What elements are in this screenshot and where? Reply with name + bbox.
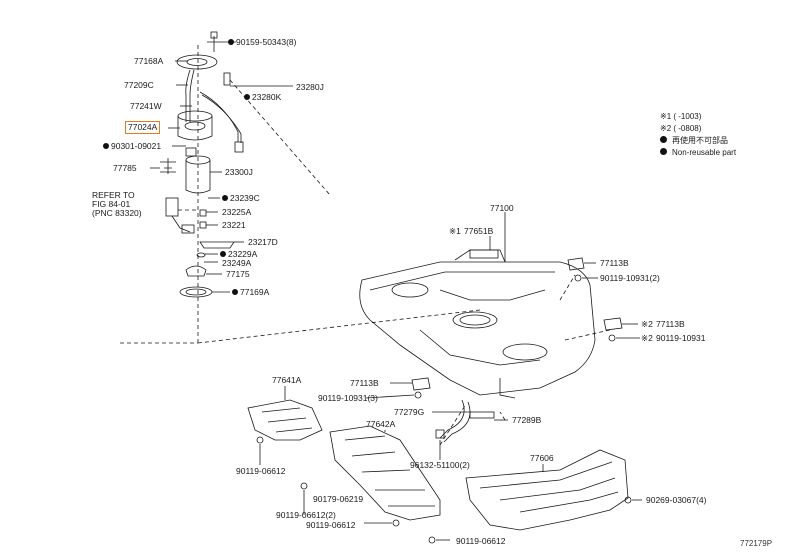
- label-77641a[interactable]: 77641A: [272, 375, 302, 385]
- label-77168a[interactable]: 77168A: [134, 56, 164, 66]
- label-77642a[interactable]: 77642A: [366, 419, 396, 429]
- star-mark-2b: ※2: [641, 333, 653, 343]
- label-90159-50343[interactable]: 90159-50343(8): [228, 37, 297, 47]
- label-90119-06612-a[interactable]: 90119-06612: [236, 466, 286, 476]
- label-77113b-center[interactable]: 77113B: [350, 378, 379, 388]
- label-90119-06612-b[interactable]: 90119-06612: [306, 520, 356, 530]
- label-90301-09021[interactable]: 90301-09021: [103, 141, 161, 151]
- refer-line-3: (PNC 83320): [92, 208, 142, 218]
- star-mark-1: ※1: [449, 226, 461, 236]
- refer-line-1: REFER TO: [92, 190, 135, 200]
- label-90119-10931-2[interactable]: 90119-10931(2): [600, 273, 660, 283]
- label-90119-06612-c[interactable]: 90119-06612: [456, 536, 506, 546]
- legend-nonreusable-en: Non-reusable part: [660, 147, 736, 159]
- label-77209c[interactable]: 77209C: [124, 80, 154, 90]
- legend-nonreusable-jp: 再使用不可部品: [660, 135, 736, 147]
- label-23249a[interactable]: 23249A: [222, 258, 252, 268]
- label-90119-06612-2[interactable]: 90119-06612(2): [276, 510, 336, 520]
- label-23280j[interactable]: 23280J: [296, 82, 324, 92]
- star-mark-2a: ※2: [641, 319, 653, 329]
- label-90269-03067[interactable]: 90269-03067(4): [646, 495, 707, 505]
- label-90119-10931-3[interactable]: 90119-10931(3): [318, 393, 378, 403]
- label-77289b[interactable]: 77289B: [512, 415, 542, 425]
- label-23280k[interactable]: 23280K: [244, 92, 281, 102]
- label-77100[interactable]: 77100: [490, 203, 514, 213]
- label-90119-10931-right[interactable]: 90119-10931: [656, 333, 706, 343]
- label-23239c[interactable]: 23239C: [222, 193, 260, 203]
- legend: ※1 ( -1003) ※2 ( -0808) 再使用不可部品 Non-reus…: [660, 111, 736, 159]
- label-23229a[interactable]: 23229A: [220, 249, 257, 259]
- label-77024a-highlighted[interactable]: 77024A: [125, 121, 161, 134]
- legend-note-1: ※1 ( -1003): [660, 112, 702, 121]
- label-77113b-right-2[interactable]: 77113B: [656, 319, 685, 329]
- label-96132-51100[interactable]: 96132-51100(2): [410, 460, 470, 470]
- label-77785[interactable]: 77785: [113, 163, 137, 173]
- label-77169a[interactable]: 77169A: [232, 287, 269, 297]
- refer-to-figure-note[interactable]: REFER TO FIG 84-01 (PNC 83320): [92, 191, 142, 218]
- label-77113b-right[interactable]: 77113B: [600, 258, 629, 268]
- label-23221[interactable]: 23221: [222, 220, 246, 230]
- label-90179-06219[interactable]: 90179-06219: [313, 494, 364, 504]
- label-77241w[interactable]: 77241W: [130, 101, 162, 111]
- illustration-code: 772179P: [740, 539, 773, 548]
- label-77606[interactable]: 77606: [530, 453, 554, 463]
- legend-note-2: ※2 ( -0808): [660, 124, 702, 133]
- label-77651b[interactable]: 77651B: [464, 226, 494, 236]
- label-77279g[interactable]: 77279G: [394, 407, 425, 417]
- label-77175[interactable]: 77175: [226, 269, 250, 279]
- refer-line-2: FIG 84-01: [92, 199, 131, 209]
- label-23300j[interactable]: 23300J: [225, 167, 253, 177]
- label-23217d[interactable]: 23217D: [248, 237, 278, 247]
- label-23225a[interactable]: 23225A: [222, 207, 252, 217]
